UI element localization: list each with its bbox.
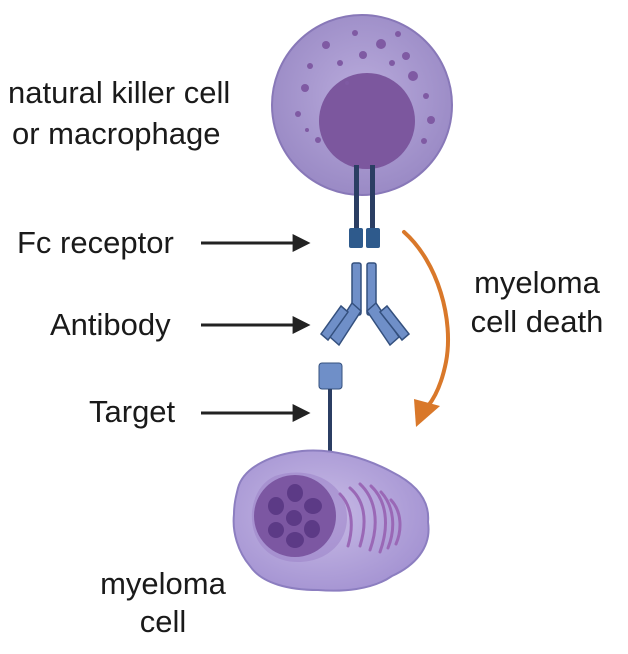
effector-nucleus bbox=[319, 73, 415, 169]
myeloma-er bbox=[338, 482, 402, 554]
curved-arrow-icon bbox=[402, 230, 451, 427]
effector-cell-label-line1: natural killer cell bbox=[8, 75, 230, 110]
pointer-arrows bbox=[201, 234, 311, 422]
effector-granules bbox=[295, 30, 435, 144]
myeloma-cell-icon bbox=[232, 449, 430, 592]
target-label: Target bbox=[89, 394, 176, 429]
effector-cell-icon bbox=[271, 14, 453, 196]
myeloma-chromatin bbox=[268, 484, 322, 548]
myeloma-cell-label-line2: cell bbox=[140, 604, 187, 639]
fc-receptor-icon bbox=[349, 165, 380, 248]
outcome-label-line2: cell death bbox=[471, 304, 604, 339]
myeloma-cell-label-line1: myeloma bbox=[100, 566, 227, 601]
target-block bbox=[318, 362, 343, 390]
target-antigen-icon bbox=[318, 362, 343, 465]
fc-receptor-label: Fc receptor bbox=[17, 225, 174, 260]
effector-cell-label-line2: or macrophage bbox=[12, 116, 221, 151]
antibody-icon bbox=[319, 262, 411, 347]
outcome-label-line1: myeloma bbox=[474, 265, 601, 300]
target-stalk bbox=[328, 389, 332, 465]
antibody-label: Antibody bbox=[50, 307, 171, 342]
fc-receptor-block-left bbox=[349, 228, 363, 248]
fc-receptor-block-right bbox=[366, 228, 380, 248]
